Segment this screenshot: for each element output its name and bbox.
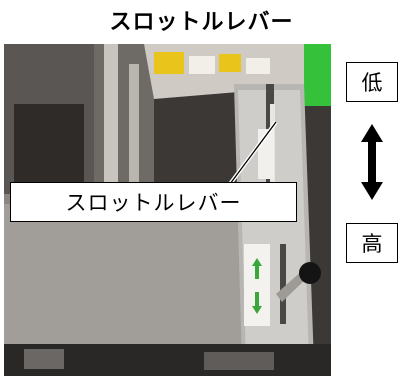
machine-photo <box>4 44 331 376</box>
high-label-box: 高 <box>346 223 398 263</box>
diagram-title: スロットルレバー <box>109 10 294 35</box>
low-label-box: 低 <box>346 62 398 102</box>
throttle-lever-callout: スロットルレバー <box>10 182 297 222</box>
double-headed-vertical-arrow-icon <box>361 124 383 200</box>
